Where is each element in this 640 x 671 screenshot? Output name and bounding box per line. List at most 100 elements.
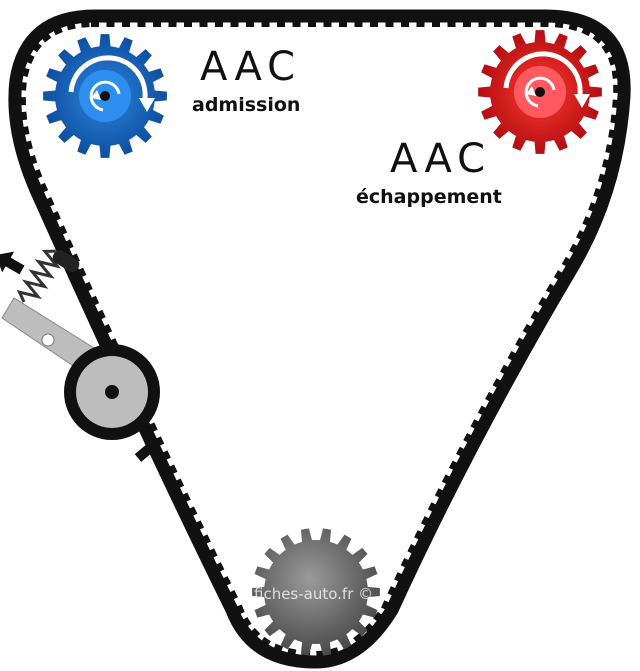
belt-tooth: [553, 270, 570, 284]
belt-tooth: [13, 81, 27, 91]
belt-tooth: [581, 20, 595, 37]
belt-tooth: [601, 159, 617, 170]
belt-tooth: [540, 13, 549, 28]
belt-tooth: [184, 14, 192, 27]
belt-tooth: [122, 14, 130, 27]
belt-tooth: [394, 572, 410, 585]
belt-tooth: [538, 297, 554, 311]
belt-tooth: [447, 14, 456, 27]
belt-tooth: [401, 14, 409, 27]
belt-tooth: [592, 28, 608, 44]
belt-tooth: [522, 323, 539, 338]
belt-tooth: [416, 14, 425, 27]
belt-tooth: [414, 530, 430, 543]
belt-tooth: [33, 182, 49, 196]
spring-cap: [52, 249, 80, 273]
belt-tooth: [236, 616, 252, 631]
belt-tooth: [195, 534, 211, 548]
belt-tooth: [407, 544, 423, 557]
rotation-arrow-icon: [68, 55, 155, 112]
crankshaft-gear: [252, 528, 380, 656]
belt-tooth: [363, 623, 379, 638]
belt-tooth: [137, 14, 146, 27]
belt-tooth: [329, 647, 341, 662]
belt-tooth: [582, 216, 598, 229]
belt-tooth: [561, 256, 578, 271]
belt-tooth: [37, 27, 52, 43]
belt-tooth: [209, 562, 225, 576]
belt-tooth: [509, 14, 518, 27]
belt-tooth: [26, 38, 42, 53]
belt-tooth: [456, 446, 472, 460]
intake-cam-subtitle: admission: [192, 94, 301, 116]
belt-tooth: [261, 14, 270, 27]
belt-tooth: [478, 14, 487, 27]
belt-tooth: [12, 97, 26, 106]
belt-tooth: [65, 15, 76, 31]
belt-tooth: [568, 16, 580, 31]
belt-tooth: [222, 589, 238, 603]
belt-tooth: [545, 283, 562, 298]
belt-tooth: [277, 14, 285, 27]
belt-tooth: [199, 14, 208, 27]
belt-tooth: [13, 111, 28, 121]
tensioner-assembly: [0, 249, 161, 462]
belt-tooth: [230, 14, 239, 27]
belt-tooth: [421, 516, 437, 530]
belt-tooth: [354, 14, 363, 27]
belt-tooth: [245, 627, 261, 643]
exhaust-cam-title: AAC: [390, 136, 492, 182]
belt-tooth: [608, 129, 623, 140]
rotation-arrow-icon: [503, 51, 590, 108]
belt-tooth: [477, 405, 494, 419]
push-arrow-icon: [134, 438, 161, 462]
belt-tooth: [39, 197, 55, 210]
belt-tooth: [500, 364, 516, 378]
belt-tooth: [155, 450, 171, 464]
belt-tooth: [168, 478, 185, 492]
belt-tooth: [576, 230, 592, 243]
belt-tooth: [597, 173, 613, 185]
belt-tooth: [142, 422, 158, 436]
exhaust-camshaft-gear: [478, 30, 602, 154]
intake-gear-axle: [100, 91, 110, 101]
belt-tooth: [19, 51, 35, 64]
belt-tooth: [434, 488, 451, 502]
belt-tooth: [339, 14, 347, 27]
belt-tooth: [608, 53, 623, 66]
belt-tooth: [270, 643, 284, 659]
belt-tooth: [14, 66, 30, 77]
belt-tooth: [50, 20, 63, 36]
belt-tooth: [215, 576, 232, 589]
intake-camshaft-gear: [43, 34, 167, 158]
belt-tooth: [153, 14, 161, 27]
belt-tooth: [448, 460, 465, 474]
exhaust-cam-subtitle: échappement: [356, 186, 502, 208]
belt-tooth: [530, 310, 546, 324]
belt-tooth: [554, 14, 565, 29]
belt-tooth: [27, 169, 43, 182]
belt-tooth: [71, 267, 87, 281]
belt-tooth: [470, 419, 486, 433]
belt-tooth: [373, 611, 389, 626]
belt-tooth: [182, 506, 198, 520]
belt-tooth: [202, 548, 218, 562]
belt-tooth: [610, 114, 625, 125]
watermark: fiches-auto.fr ©: [254, 585, 374, 603]
belt-tooth: [370, 14, 378, 27]
belt-tooth: [257, 636, 271, 653]
belt-tooth: [246, 14, 254, 27]
belt-tooth: [52, 225, 68, 238]
belt-tooth: [385, 14, 394, 27]
exhaust-gear-axle: [535, 87, 545, 97]
belt-tooth: [18, 140, 33, 152]
belt-tooth: [353, 633, 368, 649]
belt-tooth: [162, 464, 178, 478]
belt-tooth: [387, 586, 403, 599]
belt-tooth: [229, 604, 245, 617]
belt-tooth: [463, 14, 471, 27]
belt-tooth: [492, 378, 508, 392]
tension-spring-icon: [16, 249, 62, 303]
belt-tooth: [463, 433, 479, 447]
